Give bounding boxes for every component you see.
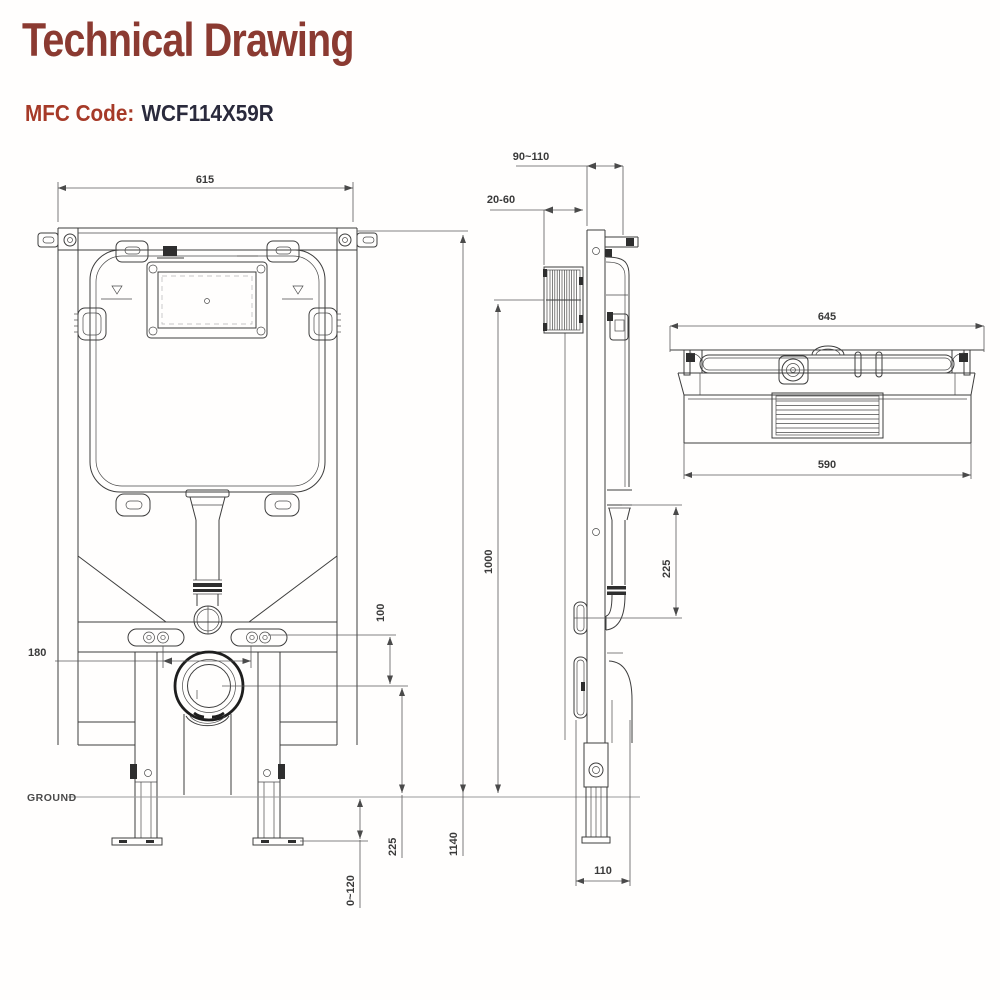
dim-front-slot-to-drain: 100 [375,604,387,622]
side-view-dimensions: 90~110 20-60 1000 225 110 [483,151,682,886]
ground-line: GROUND [27,792,640,804]
dim-side-flush-height: 1000 [483,550,495,574]
top-view-drawing [670,345,984,444]
mfc-code-line: MFC Code:WCF114X59R [25,100,274,127]
dim-front-width: 615 [196,174,214,186]
dim-top-overall-width: 645 [818,311,836,323]
dim-front-drain-to-ground: 225 [387,838,399,856]
dim-front-total-height: 1140 [448,832,460,856]
page-title: Technical Drawing [22,13,354,66]
dim-front-leg-adjust: 0~120 [345,875,357,906]
front-view-dimensions: 615 1140 100 180 225 0~120 [28,174,468,908]
side-view-drawing [543,229,639,844]
ground-label: GROUND [27,792,77,804]
mfc-code-value: WCF114X59R [141,100,274,126]
dim-side-panel-depth: 20-60 [487,194,515,206]
top-view-dimensions: 645 590 [669,311,985,479]
dim-side-wall-offset: 90~110 [513,151,549,163]
dim-top-body-width: 590 [818,459,836,471]
dim-front-hole-spacing: 180 [28,647,46,659]
mfc-code-label: MFC Code: [25,100,135,126]
dim-side-outlet-offset: 225 [661,560,673,578]
dim-side-foot-depth: 110 [594,865,612,877]
front-view-drawing [37,227,378,846]
